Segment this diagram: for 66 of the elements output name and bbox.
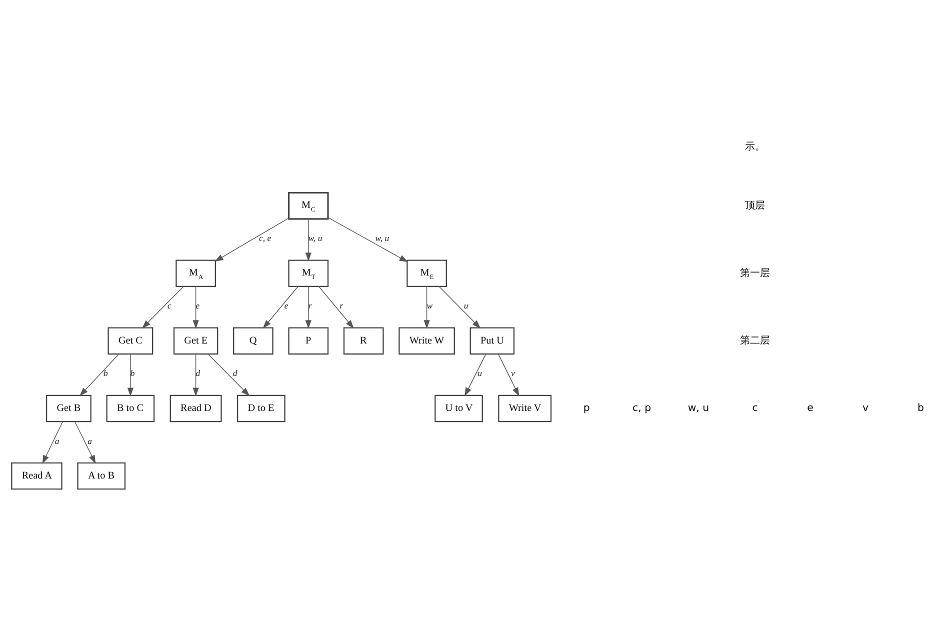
- label: 顶层: [745, 200, 766, 212]
- arrow: [262, 286, 298, 329]
- label: v: [862, 403, 869, 414]
- node-box: D to E: [237, 394, 286, 422]
- arrow: [142, 286, 184, 329]
- arrow: [192, 354, 199, 396]
- edge-label: c, e: [259, 233, 272, 244]
- edge-label: w, u: [308, 233, 322, 244]
- node-box: Read A: [11, 462, 62, 490]
- arrow: [305, 218, 312, 262]
- edge-label: e: [196, 300, 200, 311]
- node-box: Write W: [398, 327, 455, 355]
- arrow: [438, 286, 481, 329]
- label: 示。: [745, 142, 766, 153]
- edge-label: u: [464, 300, 468, 311]
- node-box: A to B: [77, 462, 126, 490]
- arrow: [192, 286, 199, 329]
- arrow: [80, 354, 120, 396]
- edge-label: b: [130, 368, 135, 378]
- node-box: B to C: [106, 394, 155, 422]
- label: b: [917, 403, 924, 414]
- node-box: U to V: [434, 394, 483, 422]
- node-box: Get E: [173, 327, 218, 355]
- arrow: [42, 421, 64, 464]
- node-box: Write V: [498, 394, 552, 422]
- edge-label: a: [88, 436, 92, 446]
- label: c, p: [632, 403, 652, 414]
- edge-label: v: [511, 368, 515, 378]
- edge-label: c: [167, 300, 172, 311]
- arrow: [208, 354, 250, 396]
- edge-label: r: [308, 300, 312, 311]
- edge-label: a: [54, 436, 60, 446]
- edge-label: d: [196, 368, 200, 378]
- edge-label: w, u: [375, 233, 390, 244]
- edge-label: w: [426, 300, 433, 311]
- node-box: R: [343, 327, 384, 355]
- label: c: [752, 403, 758, 414]
- arrow: [318, 286, 354, 329]
- label: w, u: [688, 403, 710, 414]
- edge-label: b: [104, 368, 108, 378]
- node-box: M$_{E}$: [406, 260, 447, 288]
- arrow: [328, 217, 408, 262]
- node-box: Read D: [170, 394, 222, 422]
- node-box: Get B: [46, 394, 92, 422]
- edge-label: u: [478, 368, 482, 378]
- arrow: [464, 354, 486, 396]
- label: 第二层: [740, 336, 770, 347]
- node-box: M$_{T}$: [288, 260, 329, 288]
- arrow: [127, 354, 134, 396]
- node-box: Get C: [108, 327, 154, 355]
- node-box: M$_{A}$: [176, 260, 216, 288]
- arrow: [305, 286, 312, 329]
- edge-label: e: [284, 300, 288, 311]
- arrow: [74, 421, 96, 464]
- arrow: [214, 218, 289, 262]
- arrow: [424, 286, 430, 329]
- edge-label: r: [340, 300, 344, 311]
- label: e: [807, 403, 814, 414]
- node-box: P: [288, 327, 329, 355]
- node-box: M$_{C}$: [288, 192, 329, 220]
- node-box: Put U: [470, 327, 515, 355]
- label: 第一层: [740, 268, 770, 280]
- label: p: [583, 403, 590, 414]
- edge-label: d: [232, 368, 238, 378]
- arrow: [498, 354, 520, 396]
- node-box: Q: [233, 327, 274, 355]
